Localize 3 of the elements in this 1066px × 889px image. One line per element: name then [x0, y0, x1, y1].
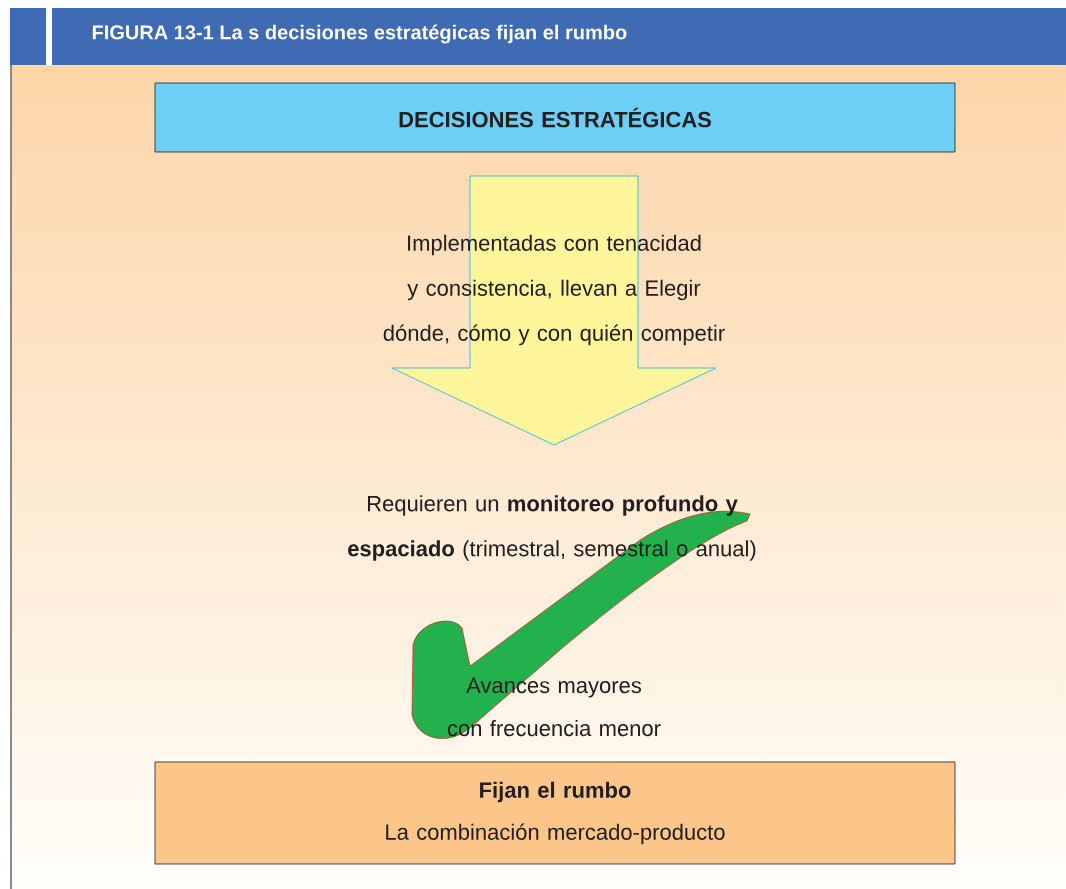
title-bar: FIGURA 13-1 La s decisiones estratégicas fijan el rumbo — [10, 8, 1066, 65]
text-box: DECISIONES ESTRATÉGICAS — [154, 82, 956, 153]
text-box: Fijan el rumbo La combinación mercado-producto — [154, 761, 956, 865]
